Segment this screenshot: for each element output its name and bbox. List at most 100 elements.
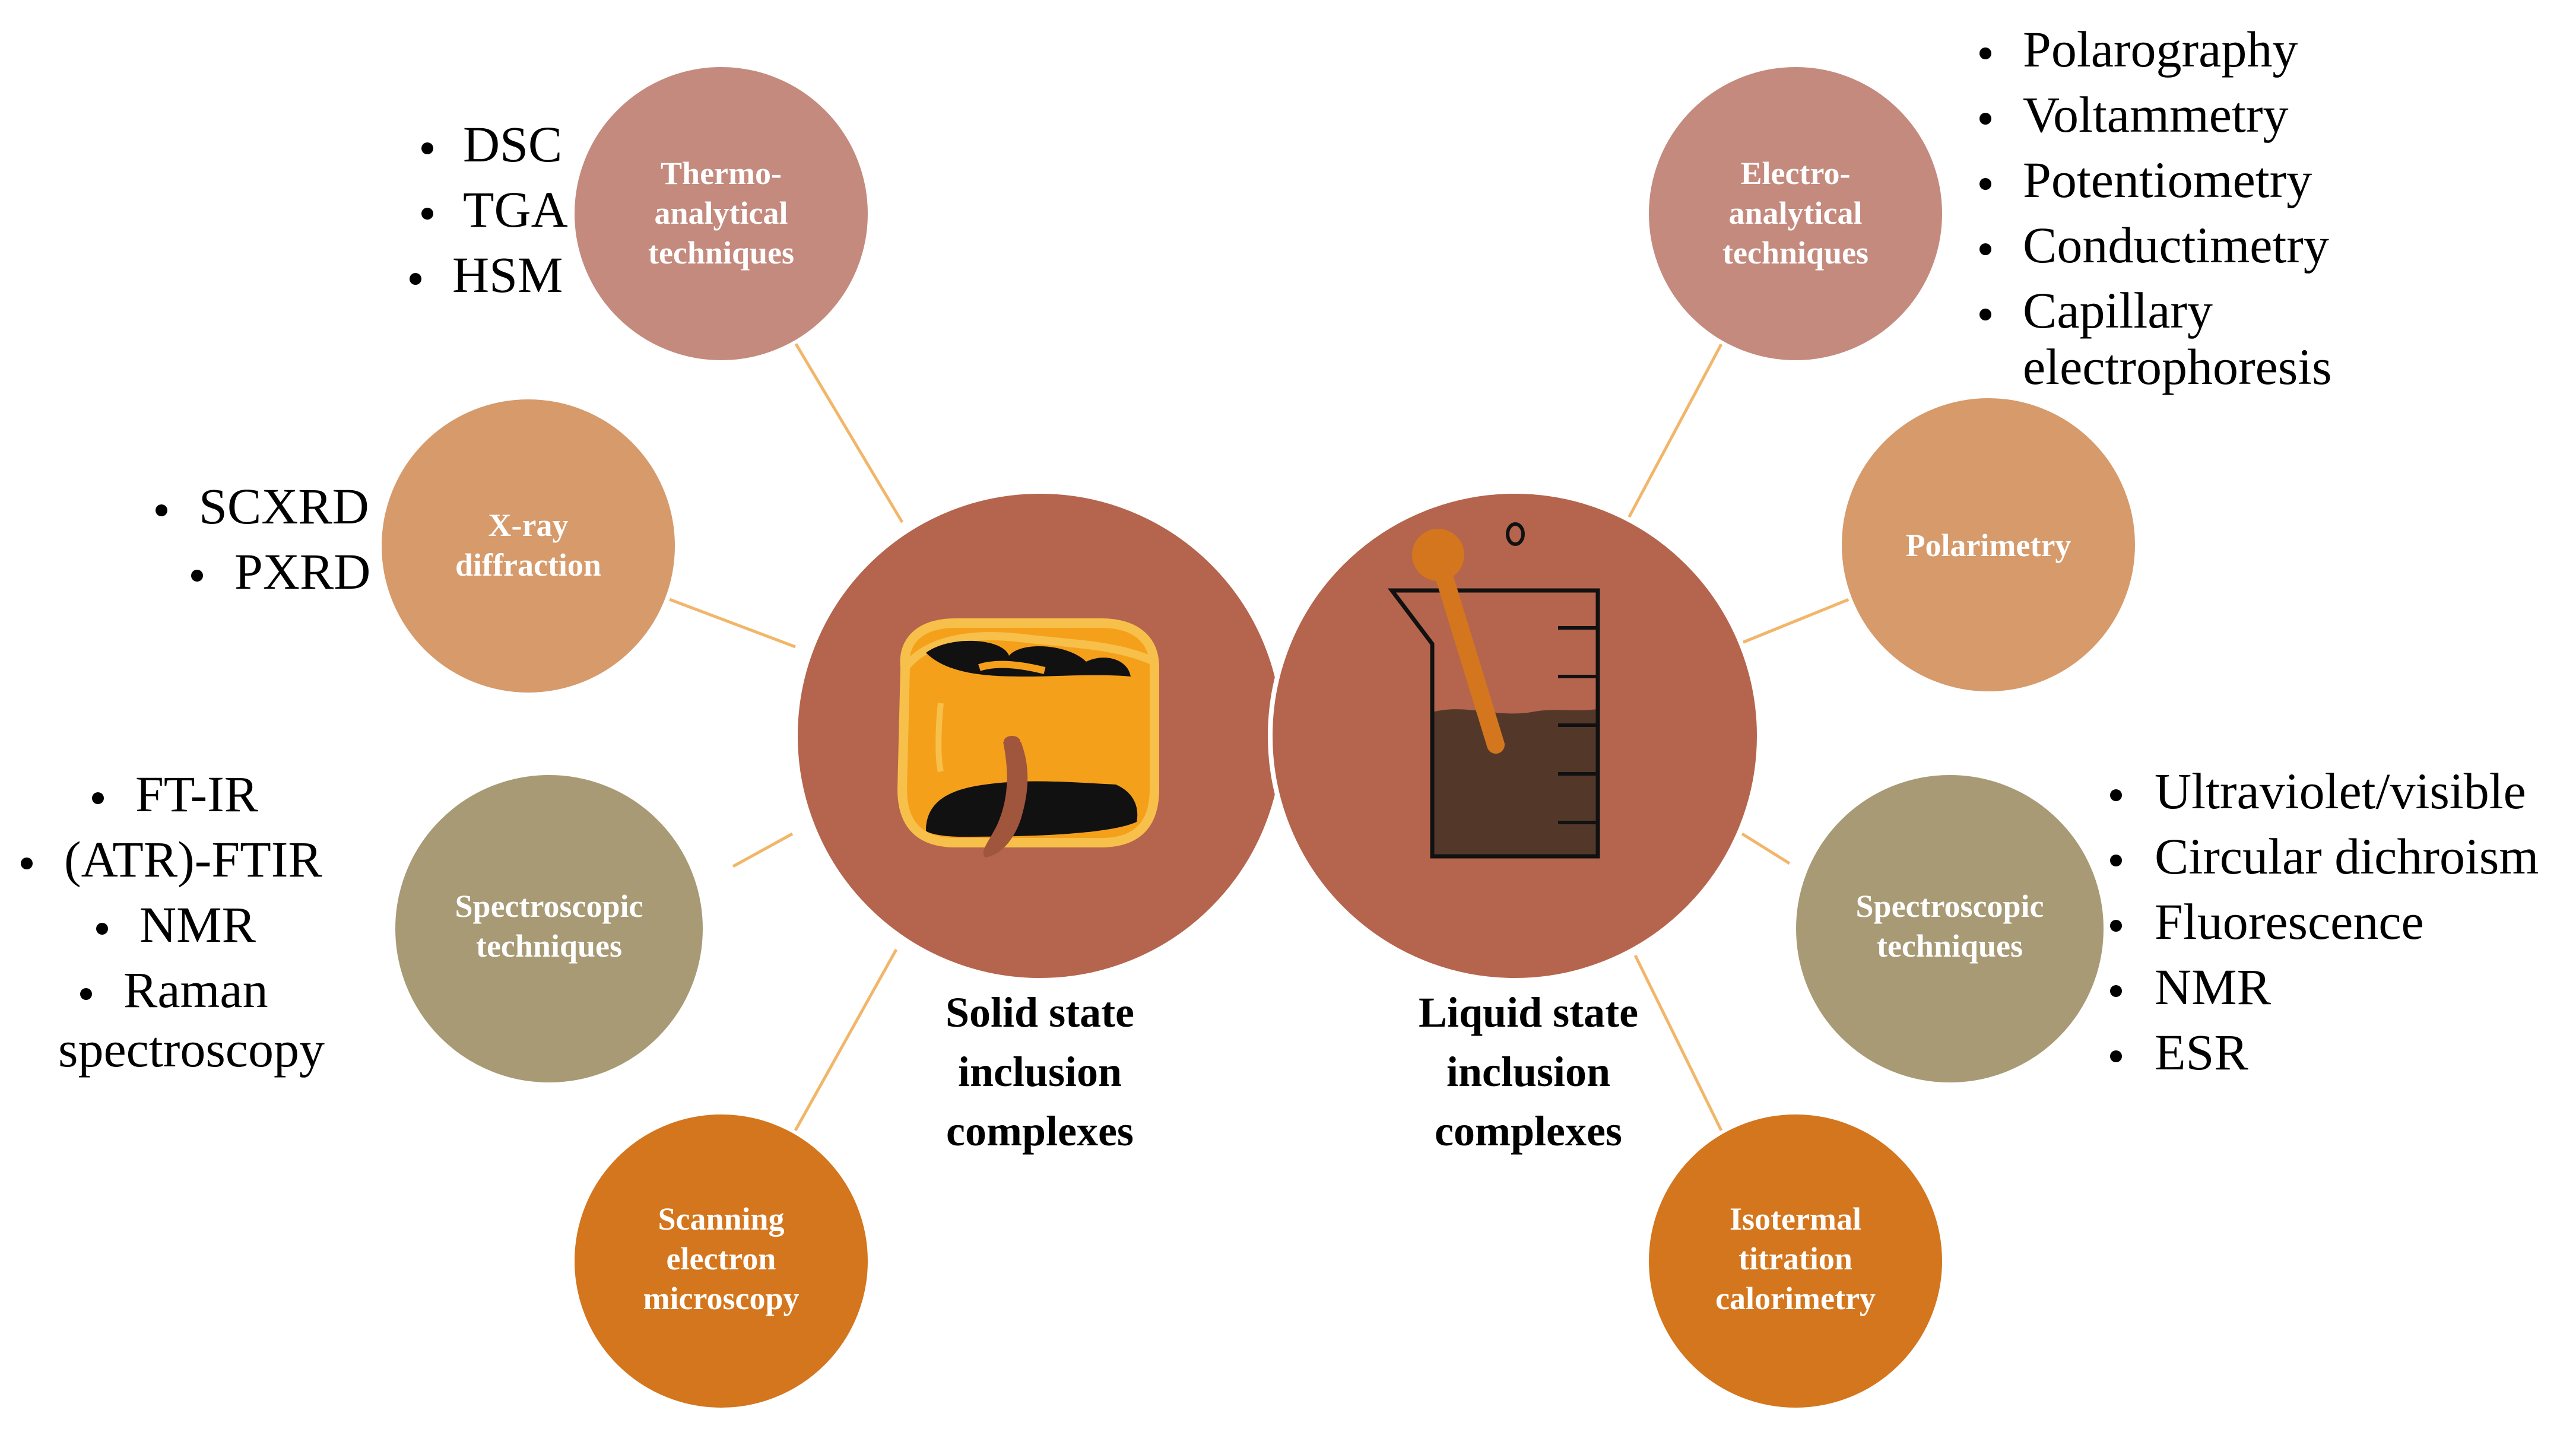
list-item-raman: Raman <box>123 961 268 1018</box>
node-itc-label-3: calorimetry <box>1715 1281 1876 1316</box>
node-spectro-solid: Spectroscopic techniques <box>392 771 706 1086</box>
solid-caption-line-2: inclusion <box>958 1048 1122 1095</box>
solid-hub-caption: Solid state inclusion complexes <box>946 989 1134 1155</box>
connector-spectro-liquid <box>1741 832 1791 865</box>
list-electro: Polarography Voltammetry Potentiometry C… <box>1979 21 2332 395</box>
node-electro-label-3: techniques <box>1722 235 1868 271</box>
node-sem-label-2: electron <box>667 1241 776 1276</box>
node-spectro-solid-label-1: Spectroscopic <box>455 888 643 924</box>
bullet-dot <box>191 570 203 582</box>
list-item-cd: Circular dichroism <box>2155 828 2539 885</box>
list-item-raman-cont: spectroscopy <box>58 1021 325 1078</box>
node-xray-label-1: X-ray <box>488 507 569 543</box>
list-spectro-solid: FT-IR (ATR)-FTIR NMR Raman spectroscopy <box>21 766 325 1078</box>
node-thermo: Thermo- analytical techniques <box>571 63 871 364</box>
bullet-dot <box>1979 309 1991 320</box>
node-polarimetry: Polarimetry <box>1838 395 2139 695</box>
node-spectro-solid-label-2: techniques <box>476 928 622 964</box>
node-xray-label-2: diffraction <box>455 547 601 583</box>
node-itc-label-1: Isotermal <box>1730 1201 1861 1237</box>
node-spectro-liquid-circle <box>1793 771 2107 1086</box>
liquid-caption-line-3: complexes <box>1435 1107 1622 1155</box>
list-item-esr: ESR <box>2155 1024 2248 1081</box>
connector-spectro-solid <box>732 832 794 868</box>
liquid-hub <box>1268 489 1762 983</box>
bullet-dot <box>1979 243 1991 255</box>
node-spectro-liquid: Spectroscopic techniques <box>1793 771 2107 1086</box>
list-item-atr-ftir: (ATR)-FTIR <box>64 831 322 888</box>
node-xray-circle <box>378 396 678 696</box>
node-thermo-circle <box>571 63 871 364</box>
node-thermo-label-2: analytical <box>655 195 788 231</box>
bullet-dot <box>92 792 104 804</box>
bullet-dot <box>2110 920 2122 932</box>
node-sem-label-3: microscopy <box>643 1281 800 1316</box>
list-item-uv-vis: Ultraviolet/visible <box>2155 763 2526 820</box>
node-itc-label-2: titration <box>1739 1241 1852 1276</box>
connector-sem <box>794 948 898 1132</box>
node-sem-label-1: Scanning <box>658 1201 784 1237</box>
node-thermo-label-3: techniques <box>648 235 794 271</box>
bullet-dot <box>1979 178 1991 190</box>
list-xray: SCXRD PXRD <box>156 478 370 600</box>
connectors <box>669 342 1849 1132</box>
node-sem-circle <box>571 1111 871 1411</box>
bullet-dot <box>1979 113 1991 125</box>
node-sem: Scanning electron microscopy <box>571 1111 871 1411</box>
connector-electro <box>1625 343 1723 523</box>
list-item-tga: TGA <box>463 181 568 238</box>
list-item-polarography: Polarography <box>2023 21 2298 78</box>
liquid-caption-line-2: inclusion <box>1446 1048 1610 1095</box>
node-spectro-solid-circle <box>392 771 706 1086</box>
bullet-dot <box>21 858 33 869</box>
list-item-capillary-cont: electrophoresis <box>2023 338 2332 395</box>
node-thermo-label-1: Thermo- <box>661 155 782 191</box>
bullet-dot <box>2110 985 2122 997</box>
solid-hub <box>793 489 1287 983</box>
ice-cube-icon <box>897 618 1159 858</box>
beaker-icon <box>1387 522 1600 859</box>
list-item-potentiometry: Potentiometry <box>2023 151 2312 208</box>
bullet-dot <box>96 923 108 935</box>
node-electro-label-2: analytical <box>1729 195 1863 231</box>
list-item-ftir: FT-IR <box>135 766 259 823</box>
list-item-voltammetry: Voltammetry <box>2023 86 2288 143</box>
node-spectro-liquid-label-2: techniques <box>1877 928 2023 964</box>
list-spectro-liquid: Ultraviolet/visible Circular dichroism F… <box>2110 763 2539 1081</box>
node-electro: Electro- analytical techniques <box>1645 63 1946 364</box>
list-item-scxrd: SCXRD <box>199 478 369 535</box>
list-item-conductimetry: Conductimetry <box>2023 217 2329 274</box>
node-itc: Isotermal titration calorimetry <box>1645 1111 1946 1411</box>
list-item-dsc: DSC <box>463 116 562 173</box>
bullet-dot <box>2110 1050 2122 1062</box>
connector-xray <box>669 598 796 649</box>
list-item-hsm: HSM <box>452 246 563 303</box>
node-xray: X-ray diffraction <box>378 396 678 696</box>
connector-polarimetry <box>1739 598 1849 646</box>
list-item-pxrd: PXRD <box>234 543 370 600</box>
bullet-dot <box>2110 855 2122 866</box>
node-polarimetry-circle <box>1838 395 2139 695</box>
bullet-dot <box>2110 789 2122 801</box>
liquid-caption-line-1: Liquid state <box>1419 989 1638 1036</box>
list-item-capillary: Capillary <box>2023 282 2213 339</box>
bullet-dot <box>421 208 433 220</box>
node-itc-circle <box>1645 1111 1946 1411</box>
node-electro-label-1: Electro- <box>1741 155 1851 191</box>
bullet-dot <box>1979 47 1991 59</box>
node-polarimetry-label-1: Polarimetry <box>1906 528 2071 563</box>
node-spectro-liquid-label-1: Spectroscopic <box>1856 888 2044 924</box>
bullet-dot <box>410 273 421 285</box>
node-electro-circle <box>1645 63 1946 364</box>
list-item-fluorescence: Fluorescence <box>2155 893 2424 950</box>
list-item-nmr-liquid: NMR <box>2155 958 2272 1015</box>
list-thermo: DSC TGA HSM <box>410 116 568 303</box>
connector-itc <box>1633 954 1723 1132</box>
solid-caption-line-3: complexes <box>946 1107 1134 1155</box>
bullet-dot <box>421 142 433 154</box>
solid-caption-line-1: Solid state <box>946 989 1134 1036</box>
bullet-dot <box>80 988 92 1000</box>
bullet-dot <box>156 504 167 516</box>
liquid-hub-caption: Liquid state inclusion complexes <box>1419 989 1638 1155</box>
